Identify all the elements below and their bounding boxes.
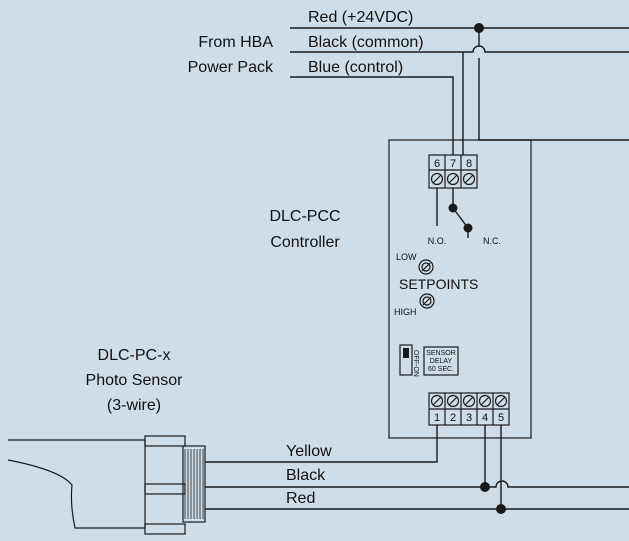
terminal-5: 5 [498, 412, 504, 424]
delay-switch[interactable] [399, 344, 413, 376]
terminal-3: 3 [466, 412, 472, 424]
wire-black-bottom [205, 425, 629, 488]
label-red-top: Red (+24VDC) [308, 9, 413, 26]
low-setpoint-knob[interactable] [418, 259, 434, 275]
source-label-1: From HBA [198, 34, 273, 51]
sensor-wiring: (3-wire) [107, 397, 161, 414]
controller-name: DLC-PCC [269, 208, 340, 225]
terminal-2: 2 [450, 412, 456, 424]
junction-dot [480, 482, 490, 492]
sensor-type: Photo Sensor [86, 372, 184, 389]
terminal-6: 6 [434, 158, 440, 170]
label-yellow: Yellow [286, 443, 332, 460]
high-setpoint-knob[interactable] [419, 293, 435, 309]
photo-sensor [7, 435, 206, 535]
delay-line-1: SENSOR [426, 350, 456, 357]
junction-dot [496, 504, 506, 514]
terminal-1: 1 [434, 412, 440, 424]
terminal-4: 4 [482, 412, 488, 424]
source-label-2: Power Pack [188, 59, 274, 76]
sensor-name: DLC-PC-x [98, 347, 171, 364]
label-high: HIGH [394, 307, 417, 317]
terminal-block-top: 6 7 8 [428, 154, 478, 189]
controller-box [388, 139, 532, 439]
terminal-block-bottom: 1 2 3 4 5 [428, 392, 510, 426]
relay-contacts [436, 188, 473, 238]
terminal-8: 8 [466, 158, 472, 170]
wire-red-route [478, 58, 629, 141]
label-setpoints: SETPOINTS [399, 276, 478, 292]
label-black-bottom: Black [286, 467, 326, 484]
controller-subtitle: Controller [270, 234, 340, 251]
wire-red-bottom [205, 425, 629, 510]
wire-yellow-bottom [205, 425, 438, 463]
terminal-7: 7 [450, 158, 456, 170]
label-low: LOW [396, 252, 417, 262]
label-red-bottom: Red [286, 490, 315, 507]
junction-dot [474, 23, 484, 33]
label-normally-closed: N.C. [483, 236, 501, 246]
delay-line-2: DELAY [430, 358, 453, 365]
label-off-on: OFF-ON [412, 350, 419, 377]
wire-blue-top [290, 76, 454, 155]
label-normally-open: N.O. [428, 236, 447, 246]
delay-line-3: 60 SEC. [428, 366, 454, 373]
label-black-top: Black (common) [308, 34, 424, 51]
delay-label-box [423, 346, 459, 376]
label-blue-top: Blue (control) [308, 59, 403, 76]
